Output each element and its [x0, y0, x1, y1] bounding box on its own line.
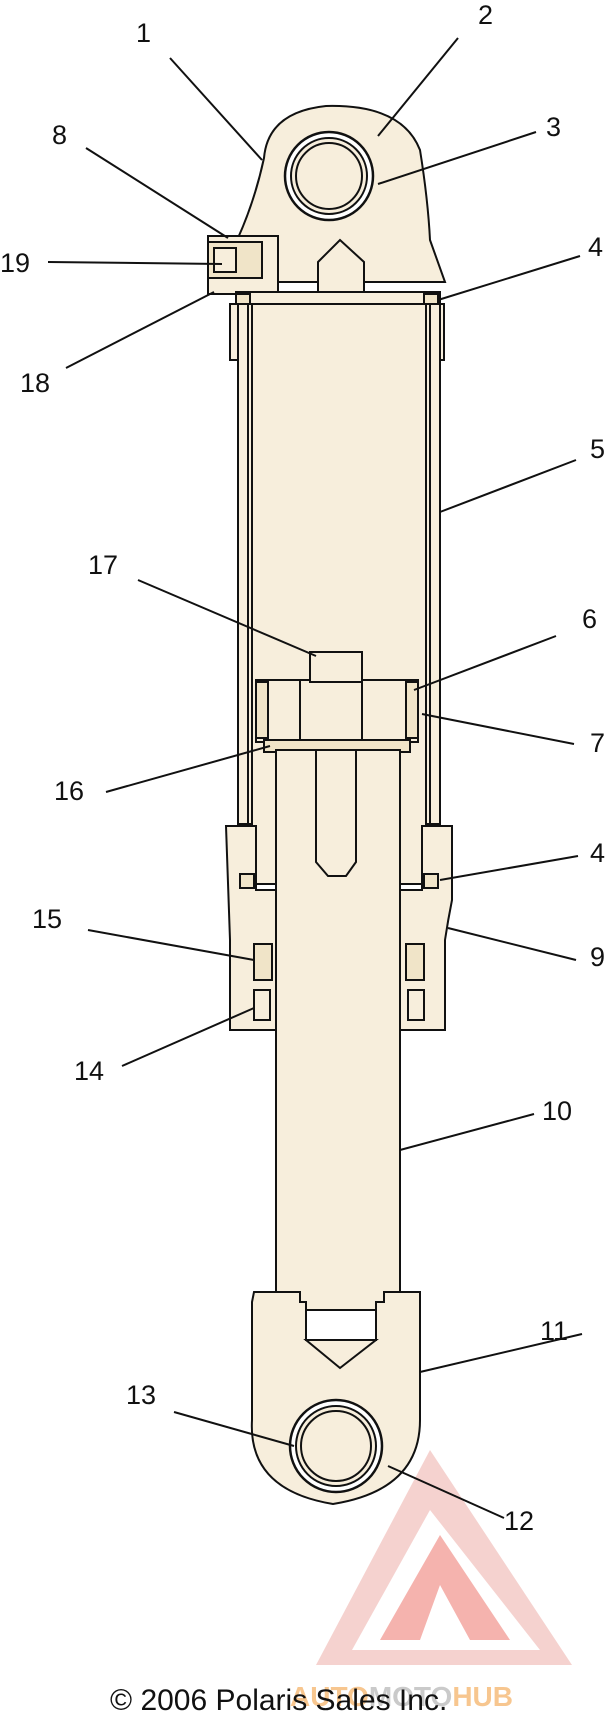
piston [255, 679, 419, 743]
watermark-triangle-red [380, 1535, 510, 1640]
watermark-moto: MOTO [369, 1681, 452, 1712]
piston-band-right [405, 681, 419, 739]
rod-seal-left [253, 943, 273, 981]
leader-3 [377, 131, 537, 185]
rod-thread-end [315, 749, 357, 877]
watermark-auto: AUTO [290, 1681, 369, 1712]
callout-9: 9 [590, 942, 605, 972]
leader-11 [419, 1333, 583, 1373]
callout-13: 13 [126, 1380, 156, 1410]
leader-14 [121, 1007, 255, 1067]
leader-7 [421, 713, 575, 745]
lower-bushing-inner [300, 1410, 372, 1482]
leader-1 [169, 57, 263, 161]
callout-4a: 4 [588, 232, 603, 262]
callout-5: 5 [590, 434, 605, 464]
callout-18: 18 [20, 368, 50, 398]
top-bushing-inner [295, 142, 363, 210]
piston-assembly [255, 651, 419, 753]
leader-16 [105, 745, 271, 793]
rod-seal-right [405, 943, 425, 981]
leader-8 [85, 147, 229, 239]
piston-band-left [255, 681, 269, 739]
watermark-hub: HUB [452, 1681, 513, 1712]
piston-nut [309, 651, 363, 683]
leader-10 [399, 1113, 535, 1151]
lower-seal-right [423, 873, 439, 889]
leader-18 [65, 291, 215, 369]
valve-fitting-core [213, 247, 237, 273]
leader-4b [439, 855, 579, 881]
leader-13 [173, 1411, 295, 1447]
leader-15 [87, 929, 255, 961]
leader-4a [437, 255, 581, 301]
callout-6: 6 [582, 604, 597, 634]
copyright-text: © 2006 Polaris Sales Inc. [110, 1684, 447, 1716]
leader-12 [387, 1465, 505, 1519]
bumper-right [407, 989, 425, 1021]
callout-10: 10 [542, 1096, 572, 1126]
callout-14: 14 [74, 1056, 104, 1086]
bumper-left [253, 989, 271, 1021]
callout-15: 15 [32, 904, 62, 934]
callout-8: 8 [52, 120, 67, 150]
callout-3: 3 [546, 112, 561, 142]
schrader-valve [317, 238, 365, 293]
leader-5 [439, 459, 577, 513]
watermark: AUTOMOTOHUB [290, 1450, 572, 1712]
leader-6 [413, 635, 557, 691]
leader-9 [447, 927, 577, 961]
leader-17 [137, 579, 317, 657]
callout-7: 7 [590, 728, 605, 758]
callout-16: 16 [54, 776, 84, 806]
callout-19: 19 [0, 248, 30, 278]
callout-17: 17 [88, 550, 118, 580]
callout-1: 1 [136, 18, 151, 48]
valve-fitting [207, 235, 365, 295]
piston-rod [275, 749, 401, 1311]
leader-19 [47, 261, 223, 265]
callout-12: 12 [504, 1506, 534, 1536]
callout-11: 11 [540, 1316, 568, 1346]
lower-seal-left [239, 873, 255, 889]
callout-2: 2 [478, 0, 493, 30]
leader-lines [47, 37, 583, 1519]
lower-eye-mount [250, 1291, 421, 1506]
callouts: 1 2 3 4 5 6 7 4 9 10 11 12 13 14 15 16 1… [0, 0, 605, 1536]
leader-2 [377, 37, 459, 137]
callout-4b: 4 [590, 838, 605, 868]
lower-eye-notch [303, 1339, 379, 1370]
watermark-logo-text: AUTOMOTOHUB [290, 1681, 513, 1712]
